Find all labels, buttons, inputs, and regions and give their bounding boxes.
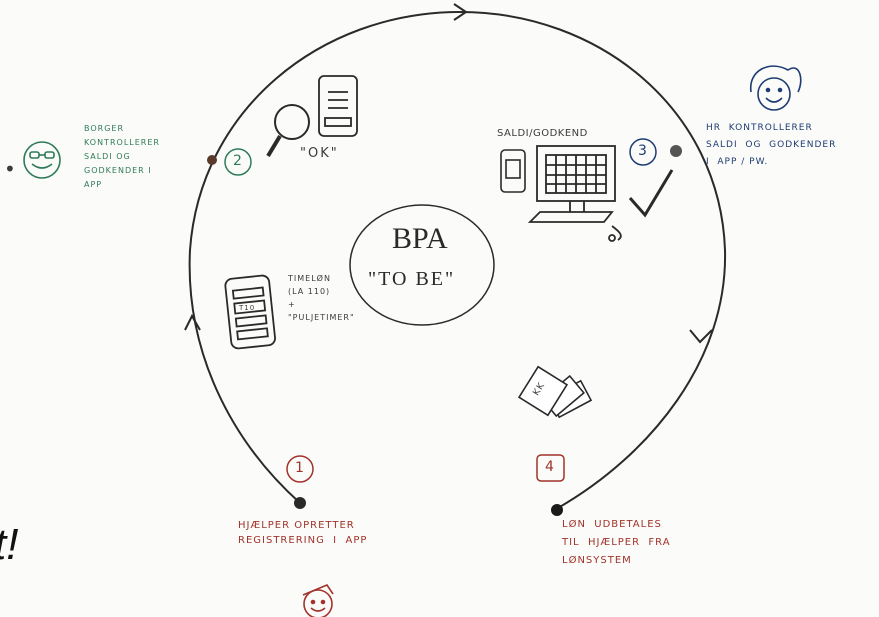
step-2-number: 2 [233, 153, 243, 169]
helper-face-icon [302, 584, 334, 617]
ok-note: "OK" [300, 146, 339, 161]
bottom-left-fragment: t! [0, 520, 19, 569]
node-2 [207, 155, 217, 165]
step-4-box [536, 454, 565, 482]
step-4-text: LØN UDBETALES TIL HJÆLPER FRA LØNSYSTEM [562, 519, 671, 566]
checkmark-icon [628, 169, 674, 218]
step-3-circle [629, 138, 657, 166]
center-ellipse [349, 204, 495, 326]
step-1-number: 1 [295, 460, 305, 476]
step-3-text: HR KONTROLLERER SALDI OG GODKENDER i APP… [706, 123, 837, 167]
step-1-circle [286, 455, 314, 483]
node-4 [551, 504, 563, 516]
step-2-circle [224, 148, 252, 176]
computer-icon [527, 145, 622, 242]
hr-face-icon [750, 65, 802, 111]
node-1 [294, 497, 306, 509]
left-edge-dot: • [4, 157, 17, 181]
small-phone-icon [500, 149, 526, 193]
cycle-arc [188, 10, 727, 509]
magnifier-icon [266, 104, 310, 158]
tablet-text: T10 [239, 304, 256, 312]
arrow-left [184, 313, 201, 331]
step-4-number: 4 [545, 459, 555, 475]
step-3-number: 3 [638, 143, 648, 159]
arrow-right [689, 329, 713, 344]
borger-face-icon [23, 141, 61, 179]
center-subtitle: "TO BE" [368, 268, 456, 290]
phone-icon [318, 75, 358, 137]
step-2-text: BORGER KONTROLLERER SALDI OG GODKENDER i… [84, 124, 160, 189]
node-3 [670, 145, 682, 157]
step-1-text: HJÆLPER OPRETTER REGISTRERING i APP [238, 520, 368, 546]
arrow-top [453, 3, 468, 21]
saldi-note: SALDI/GODKEND [497, 128, 588, 139]
cards-icon [517, 365, 593, 419]
center-title: BPA [392, 222, 448, 255]
timesheet-phone-icon [224, 274, 276, 350]
phone-note: TIMELØN (LA 110) + "PULJETIMER" [288, 274, 355, 322]
